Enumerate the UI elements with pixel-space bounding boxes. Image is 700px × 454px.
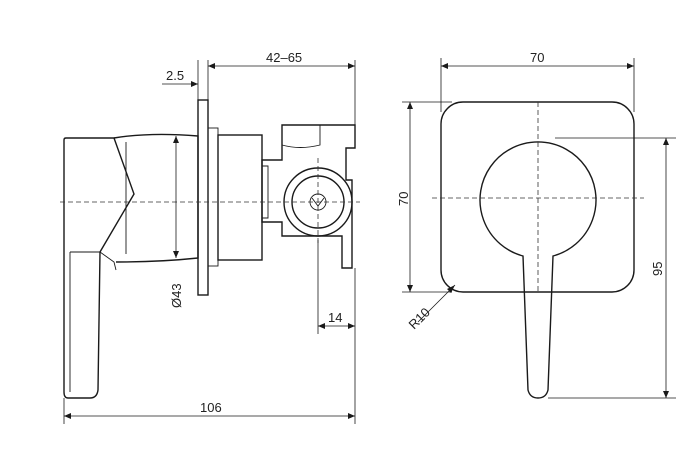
dim-corner-radius: R10 — [406, 305, 433, 332]
dim-radius-leader — [417, 284, 456, 323]
plate-front — [440, 101, 635, 293]
dim-height-arrow-top — [407, 102, 413, 109]
dim-total-length: 106 — [200, 400, 222, 415]
dim-width-arrow-right — [627, 63, 634, 69]
dim-offset-arrow-left — [318, 323, 325, 329]
dim-height-arrow-bottom — [407, 285, 413, 292]
dim-radius-arrow — [447, 285, 455, 293]
dim-diameter: Ø43 — [169, 283, 184, 308]
front-view: 70 70 R10 95 — [396, 50, 676, 399]
dim-offset: 14 — [328, 310, 342, 325]
dim-diameter-arrow-top — [173, 136, 179, 143]
dim-depth-arrow-right — [348, 63, 355, 69]
lever-tip — [99, 251, 117, 271]
dim-diameter-arrow-bottom — [173, 251, 179, 258]
gasket-side — [207, 127, 219, 267]
valve-body-side — [261, 124, 356, 269]
dim-plate-arrow — [191, 81, 198, 87]
handle-body-side — [113, 133, 199, 263]
dim-width-arrow-left — [441, 63, 448, 69]
handle-front — [479, 141, 597, 399]
dim-plate-thickness: 2.5 — [166, 68, 184, 83]
dim-depth-range: 42–65 — [266, 50, 302, 65]
valve-side-lug — [262, 165, 269, 219]
side-view: 2.5 42–65 Ø43 14 106 — [60, 50, 360, 424]
dim-handle-arrow-top — [663, 138, 669, 145]
dim-plate-height: 70 — [396, 192, 411, 206]
dim-length-arrow-left — [64, 413, 71, 419]
wall-plate-side — [197, 99, 209, 296]
dim-handle-arrow-bottom — [663, 391, 669, 398]
lever-handle-side — [63, 137, 135, 399]
dim-plate-width: 70 — [530, 50, 544, 65]
valve-top-boss — [281, 125, 321, 148]
dim-offset-arrow-right — [348, 323, 355, 329]
dim-length-arrow-right — [348, 413, 355, 419]
dim-handle-height: 95 — [650, 262, 665, 276]
dim-depth-arrow-left — [208, 63, 215, 69]
sleeve-side — [217, 134, 263, 261]
